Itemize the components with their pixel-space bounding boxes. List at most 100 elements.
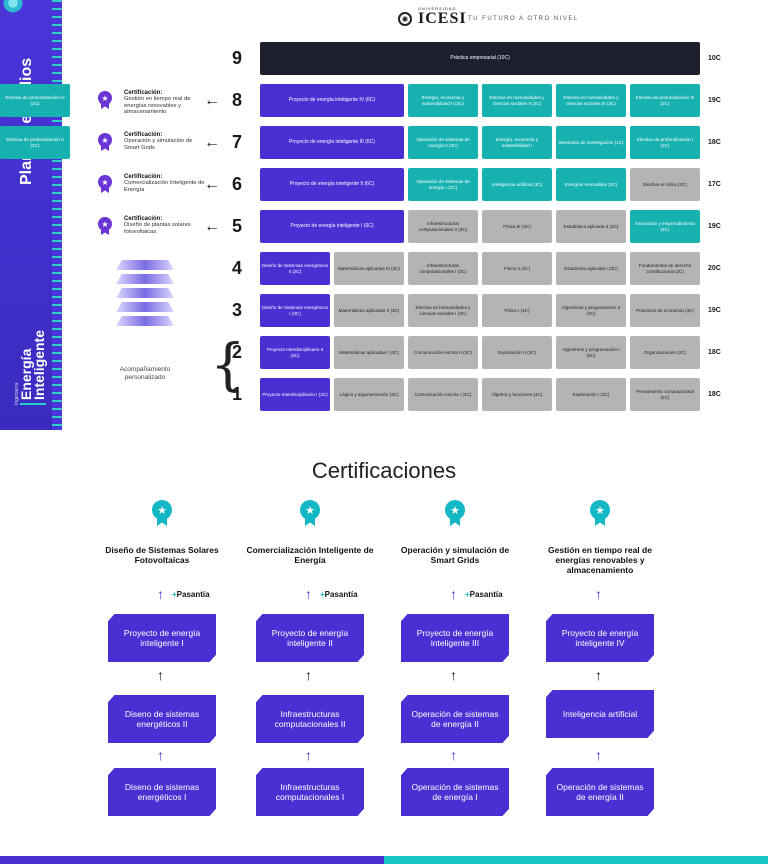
- certification-title: Gestión en tiempo real de energías renov…: [548, 545, 652, 575]
- course-cell: Proyecto de energía inteligente II (6C): [260, 168, 404, 201]
- certification-badge-icon: ★: [445, 500, 465, 526]
- pasantia-text: Pasantía: [324, 590, 358, 599]
- course-cell: Energías renovables (3C): [556, 168, 626, 201]
- course-cell: Álgebra y funciones (4C): [482, 378, 552, 411]
- semester-credits: 20C: [708, 265, 721, 272]
- certification-badge-icon: ★: [152, 500, 172, 526]
- course-cell: Proyecto Interdisciplinario II (3C): [260, 336, 330, 369]
- course-cell: Operación de sistemas de energía I (3C): [408, 168, 478, 201]
- side-pattern: [52, 0, 62, 430]
- bottom-bar: [0, 856, 768, 864]
- course-cell: Energía, economía y sostenibilidad I: [482, 126, 552, 159]
- course-cell: Fundamentos de derecho constitucional (3…: [630, 252, 700, 285]
- course-cell: Electiva de profundización III (2C): [630, 84, 700, 117]
- up-arrow-icon: ↑: [157, 667, 164, 683]
- certification-title: Comercialización Inteligente de Energía: [246, 545, 374, 565]
- semester-number: 8: [231, 90, 242, 110]
- course-cell: Infraestructuras computacionales I (3C): [408, 252, 478, 285]
- pasantia-text: Pasantía: [469, 590, 503, 599]
- rosette-icon: [2, 0, 24, 14]
- brand-name: ICESI: [418, 10, 467, 27]
- course-cell: Matemáticas aplicadas I (4C): [334, 336, 404, 369]
- pasantia-label: +Pasantía: [172, 590, 210, 599]
- course-cell: Seminario de investigación (1C): [556, 126, 626, 159]
- course-cell: Algoritmos y programación I (3C): [556, 336, 626, 369]
- certification-title: Operación y simulación de Smart Grids: [400, 545, 510, 565]
- certification-note: Certificación:Operación y simulación de …: [124, 132, 206, 151]
- course-cell: Estadística aplicada I (3C): [556, 252, 626, 285]
- certification-course-box: Operación de sistemas de energía I: [401, 768, 509, 816]
- semester-number: 4: [231, 258, 242, 278]
- semester-number: 5: [231, 216, 242, 236]
- certification-course-box: Diseno de sistemas energéticos I: [108, 768, 216, 816]
- certification-course-box: Diseno de sistemas energéticos II: [108, 695, 216, 743]
- left-arrow-icon: ←: [204, 176, 220, 193]
- course-cell: Inteligencia artificial (3C): [482, 168, 552, 201]
- university-logo: ✺ UNIVERSIDAD ICESI: [398, 6, 467, 28]
- course-cell: Pensamiento computacional (2C): [630, 378, 700, 411]
- program-logo: Ingeniería Energía Inteligente: [14, 329, 47, 405]
- left-arrow-icon: ←: [204, 92, 220, 109]
- certification-note-label: Certificación:: [124, 132, 163, 138]
- certification-course-box: Operación de sistemas de energía II: [401, 695, 509, 743]
- certification-note-text: Comercialización Inteligente de Energía: [124, 180, 205, 193]
- left-arrow-icon: ←: [204, 218, 220, 235]
- course-cell: Organizaciones (2C): [630, 336, 700, 369]
- course-cell: Algoritmos y programación II (3C): [556, 294, 626, 327]
- up-arrow-icon: ↑: [595, 747, 602, 763]
- course-cell: Principios de economía (3C): [630, 294, 700, 327]
- up-arrow-icon: ↑: [595, 667, 602, 683]
- side-band: [0, 0, 62, 430]
- certification-note-label: Certificación:: [124, 90, 163, 96]
- course-cell: Infraestructuras computacionales II (3C): [408, 210, 478, 243]
- pasantia-label: +Pasantía: [465, 590, 503, 599]
- course-cell: Práctica empresarial (10C): [260, 42, 700, 75]
- certification-note-text: Gestión en tiempo real de energías renov…: [124, 96, 191, 116]
- certification-note: Certificación:Diseño de plantas solares …: [124, 216, 206, 235]
- semester-credits: 19C: [708, 97, 721, 104]
- up-arrow-icon: ↑: [595, 586, 602, 602]
- certification-note-label: Certificación:: [124, 174, 163, 180]
- course-cell: Energía, economía y sostenibilidad II (2…: [408, 84, 478, 117]
- course-cell: Electiva en humanidades y ciencias socia…: [408, 294, 478, 327]
- left-arrow-icon: ←: [204, 134, 220, 151]
- certification-badge-icon: ★: [98, 91, 112, 109]
- course-cell: Lógica y argumentación (3C): [334, 378, 404, 411]
- course-cell: Electiva de profundización IV (2C): [0, 84, 70, 117]
- certification-course-box: Infraestructuras computacionales II: [256, 695, 364, 743]
- accompaniment-label: Acompañamiento personalizado: [119, 366, 171, 381]
- course-cell: Exploración I (3C): [556, 378, 626, 411]
- certification-note-label: Certificación:: [124, 216, 163, 222]
- semester-credits: 18C: [708, 391, 721, 398]
- course-cell: Física III (4C): [482, 210, 552, 243]
- course-cell: Electiva en humanidades y ciencias socia…: [482, 84, 552, 117]
- semester-credits: 18C: [708, 139, 721, 146]
- semester-credits: 10C: [708, 55, 721, 62]
- certification-badge-icon: ★: [98, 217, 112, 235]
- course-cell: Comunicación escrita I (3C): [408, 378, 478, 411]
- pasantia-text: Pasantía: [176, 590, 210, 599]
- semester-number: 1: [231, 384, 242, 404]
- course-cell: Proyecto de energía inteligente I (6C): [260, 210, 404, 243]
- course-cell: Diseño de Sistemas energéticos II (3C): [260, 252, 330, 285]
- up-arrow-icon: ↑: [305, 667, 312, 683]
- semester-credits: 17C: [708, 181, 721, 188]
- layers-illustration: [112, 256, 178, 336]
- semester-number: 6: [231, 174, 242, 194]
- brand-small: UNIVERSIDAD: [418, 6, 457, 11]
- course-cell: Proyecto de energía inteligente III (6C): [260, 126, 404, 159]
- course-cell: Comunicación escrita II (3C): [408, 336, 478, 369]
- semester-credits: 19C: [708, 223, 721, 230]
- certification-course-box: Proyecto de energía inteligente II: [256, 614, 364, 662]
- semester-number: 3: [231, 300, 242, 320]
- certifications-title: Certificaciones: [311, 458, 457, 483]
- up-arrow-icon: ↑: [450, 747, 457, 763]
- certification-course-box: Proyecto de energía inteligente IV: [546, 614, 654, 662]
- course-cell: Electiva de profundización I (2C): [630, 126, 700, 159]
- up-arrow-icon: ↑: [305, 586, 312, 602]
- semester-number: 2: [231, 342, 242, 362]
- course-cell: Matemáticas aplicadas III (4C): [334, 252, 404, 285]
- certification-course-box: Proyecto de energía inteligente I: [108, 614, 216, 662]
- up-arrow-icon: ↑: [305, 747, 312, 763]
- up-arrow-icon: ↑: [157, 747, 164, 763]
